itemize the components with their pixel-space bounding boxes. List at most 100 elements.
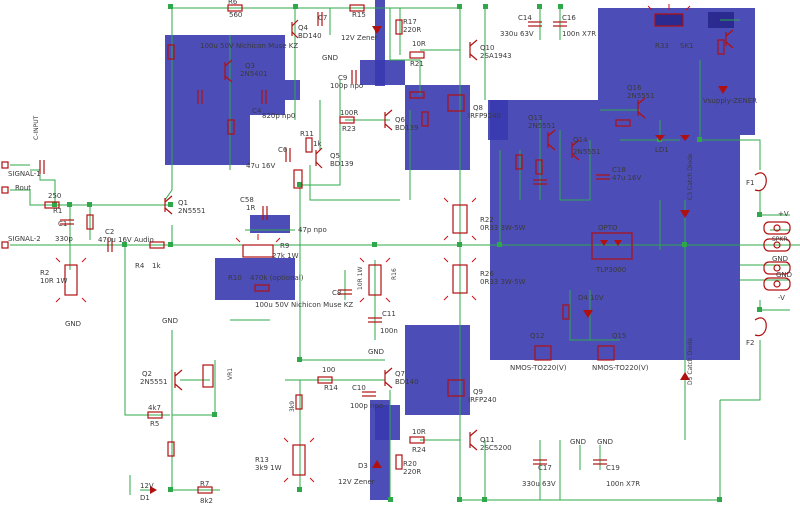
label-r9-value: 27k 1W <box>272 252 299 260</box>
power-resistor-r26 <box>452 264 468 294</box>
label-c9: C9 <box>338 74 347 82</box>
label-r17-value: 220R <box>403 26 421 34</box>
resistor-r36 <box>535 159 543 175</box>
power-resistor-r9 <box>242 244 274 258</box>
label-q7: Q7 <box>395 370 405 378</box>
resistor-r12 <box>295 394 303 410</box>
label-c1-value: 330p <box>55 235 73 243</box>
resistor-r5 <box>147 411 163 419</box>
label-c4-value: 820p np0 <box>262 112 295 120</box>
label-c9-value: 100p npo <box>330 82 363 90</box>
resistor-r7b <box>167 441 175 457</box>
label-c1: C1 <box>58 220 67 228</box>
label-c2: C2 <box>105 228 114 236</box>
resistor-r20 <box>395 454 403 470</box>
label-r13: R13 <box>255 456 269 464</box>
label-q2-value: 2N5551 <box>140 378 168 386</box>
label-r12-value: 3k9 <box>289 401 296 412</box>
label-gnd-r2: GND <box>65 320 81 328</box>
label-r26: R26 <box>480 270 494 278</box>
label-c19: C19 <box>606 464 620 472</box>
label-r6-value: 560 <box>229 11 242 19</box>
resistor-r34 <box>167 44 175 60</box>
zener-d2 <box>372 26 382 34</box>
label-ld1: LD1 <box>655 146 669 154</box>
components <box>1 4 791 494</box>
pour-q9 <box>405 325 470 415</box>
resistor-r14 <box>317 376 333 384</box>
label-q1-value: 2N5551 <box>178 207 206 215</box>
resistor-r24 <box>409 436 425 444</box>
label-rout: Rout <box>15 184 31 192</box>
label-q1: Q1 <box>178 199 188 207</box>
label-c58: C58 <box>240 196 254 204</box>
label-r21: R21 <box>410 60 424 68</box>
label-c16-value: 100n X7R <box>562 30 596 38</box>
label-q16: Q16 <box>627 84 642 92</box>
resistor-r11 <box>305 137 313 153</box>
label-c14: C14 <box>518 14 532 22</box>
opto-tlp3000 <box>591 232 633 260</box>
resistor-r10 <box>254 284 270 292</box>
label-d1: D1 <box>140 494 150 502</box>
resistor-r6 <box>227 4 243 12</box>
label-c18-value: 47u 16V <box>612 174 641 182</box>
label-q10-value: 2SA1943 <box>480 52 512 60</box>
label-signal-2: SIGNAL-2 <box>8 235 41 243</box>
label-d4: D4 <box>578 294 588 302</box>
label-r26-value: 0R33 3W-5W <box>480 278 526 286</box>
label-plus-v: +V <box>778 210 789 218</box>
label-d1-value: 12V <box>140 482 154 490</box>
resistor-r17 <box>395 19 403 35</box>
label-c18: C18 <box>612 166 626 174</box>
label-r6: R6 <box>228 0 238 6</box>
label-c6-value: 47u 16V <box>246 162 275 170</box>
label-r7: R7 <box>200 480 209 488</box>
resistor-r39 <box>615 119 631 127</box>
r33-body <box>655 14 683 26</box>
label-c14-value: 330u 63V <box>500 30 534 38</box>
label-c6: C6 <box>278 146 288 154</box>
resistor-r19 <box>409 91 425 99</box>
label-f2: F2 <box>746 339 754 347</box>
label-q4: Q4 <box>298 24 309 32</box>
catch-diode-d5 <box>680 372 690 380</box>
label-c4: C4 <box>252 107 262 115</box>
label-q14: Q14 <box>573 136 588 144</box>
label-q7-value: BD140 <box>395 378 419 386</box>
label-c7: C7 <box>318 14 327 22</box>
pour-q8 <box>405 85 470 170</box>
label-minus-v: -V <box>778 294 785 302</box>
resistor-r1 <box>44 201 60 209</box>
label-vr1: VR1 <box>227 368 234 380</box>
label-gnd-c11: GND <box>368 348 384 356</box>
fuse-f1 <box>754 172 767 191</box>
led-ld1 <box>655 135 665 141</box>
label-c11-value: 100n <box>380 327 398 335</box>
catch-diode-d3 <box>680 210 690 218</box>
label-r24-value: 10R <box>412 428 426 436</box>
label-q8: Q8 <box>473 104 483 112</box>
label-r20: R20 <box>403 460 417 468</box>
label-q10: Q10 <box>480 44 494 52</box>
label-gnd-c19: GND <box>597 438 613 446</box>
label-q6-value: BD139 <box>395 124 419 132</box>
label-c3-value: 100u 50V Nichicon Muse KZ <box>200 42 298 50</box>
label-gnd-terminal: GND <box>772 255 788 263</box>
label-c58-value: 47p npo <box>298 226 327 234</box>
label-gnd-top: GND <box>322 54 338 62</box>
copper-pours <box>165 0 755 500</box>
label-c10: C10 <box>352 384 366 392</box>
label-q3: Q3 <box>245 62 255 70</box>
resistor-r13x <box>227 119 235 135</box>
label-q11-value: 2SC5200 <box>480 444 512 452</box>
wiring <box>10 7 800 501</box>
label-r16: R16 <box>391 268 398 280</box>
label-q4-value: BD140 <box>298 32 322 40</box>
label-q15-value: NMOS-TO220(V) <box>592 364 649 372</box>
label-r17: R17 <box>403 18 417 26</box>
label-q5: Q5 <box>330 152 340 160</box>
fuse-f2 <box>754 317 767 336</box>
label-gnd-c17: GND <box>570 438 586 446</box>
power-resistor-r13 <box>292 444 306 476</box>
